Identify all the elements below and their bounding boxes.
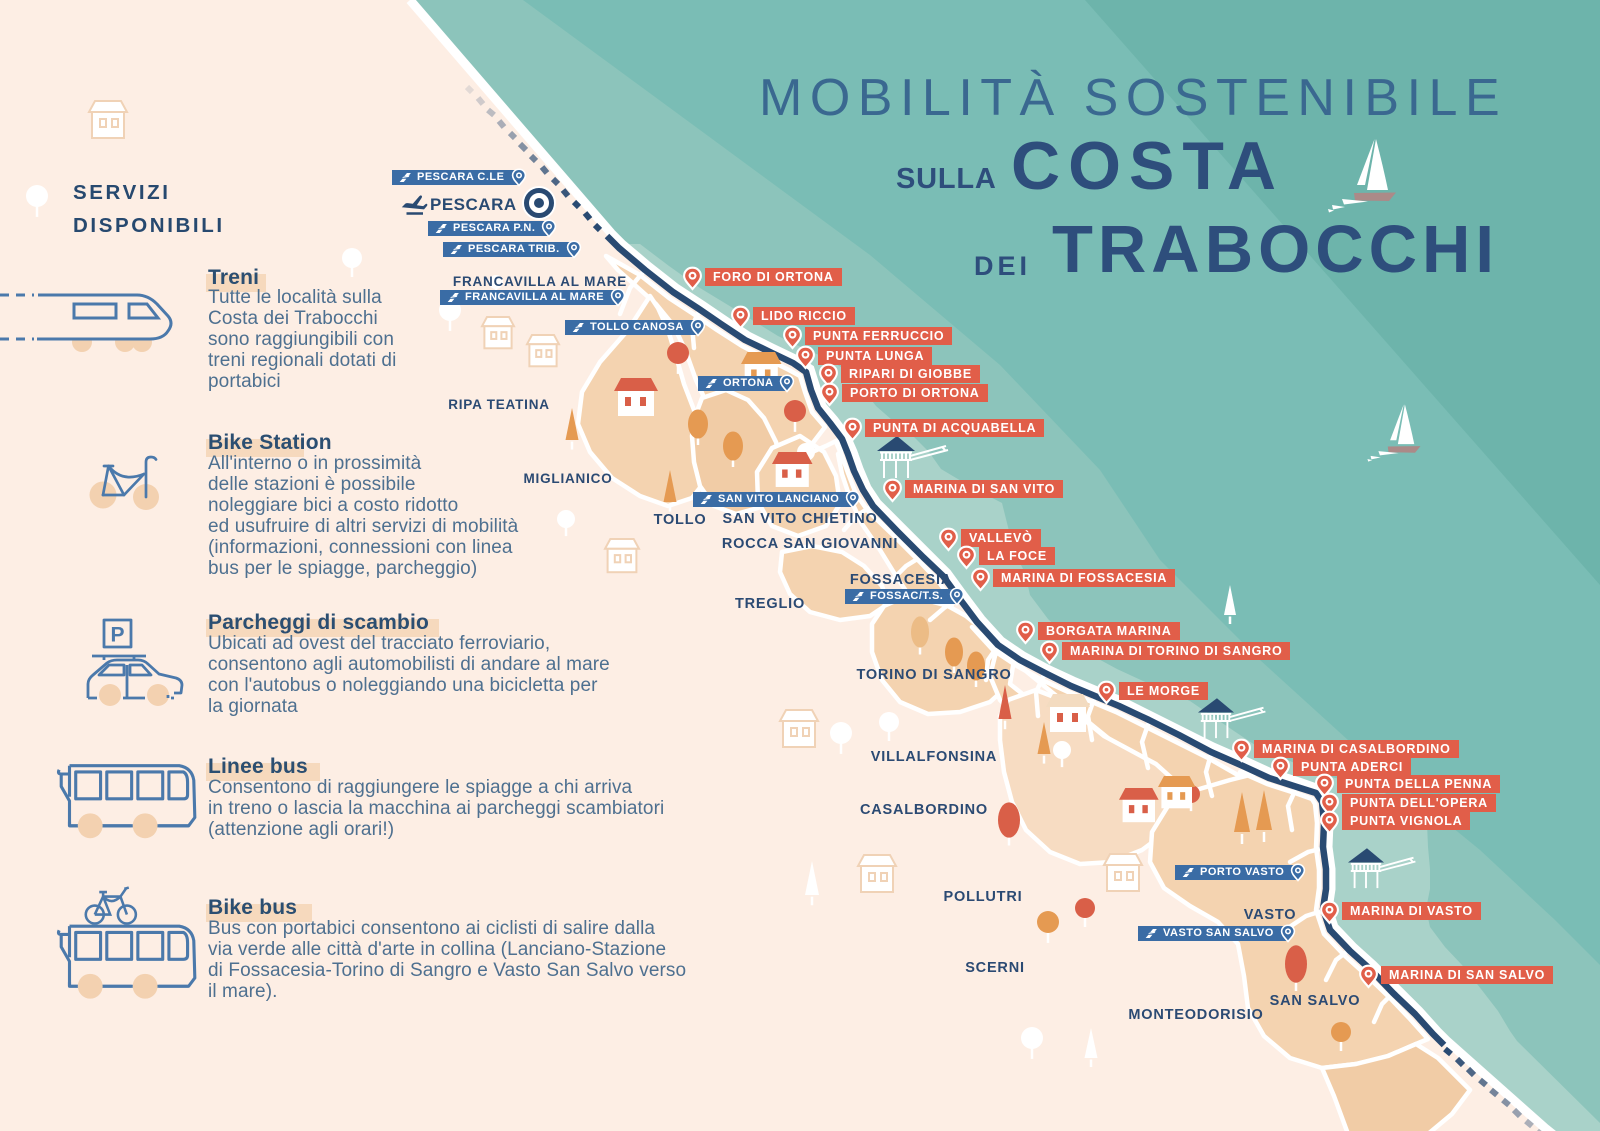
svg-text:P: P	[110, 624, 124, 647]
